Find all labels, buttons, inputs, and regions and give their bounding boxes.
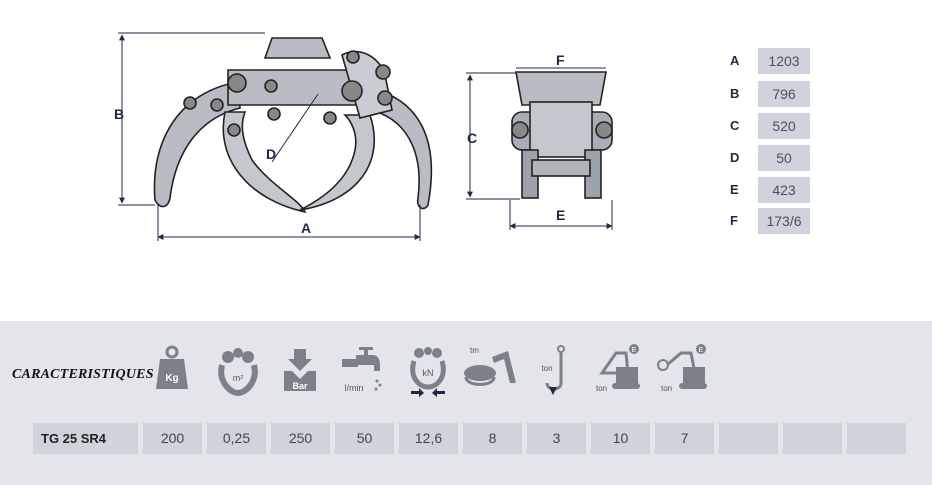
dimension-row: C 520 — [730, 113, 820, 139]
dim-label-f: F — [556, 52, 565, 68]
spec-value-flow: 50 — [335, 423, 394, 454]
dimension-key: D — [730, 150, 740, 165]
dim-label-e: E — [556, 207, 566, 223]
dimension-row: E 423 — [730, 177, 820, 203]
spec-value-excavator-max: 7 — [655, 423, 714, 454]
spec-value-empty — [719, 423, 778, 454]
dim-label-c: C — [467, 130, 478, 146]
dimension-row: D 50 — [730, 145, 820, 171]
flow-icon: l/min — [342, 347, 382, 393]
spec-value-excavator-min: 10 — [591, 423, 650, 454]
closing-force-icon: kN — [410, 347, 446, 397]
dimension-value: 173/6 — [758, 208, 810, 234]
excavator-min-icon: E ton — [596, 344, 640, 393]
dimension-key: E — [730, 182, 739, 197]
dimension-value: 796 — [758, 81, 810, 107]
spec-value-weight: 200 — [143, 423, 202, 454]
svg-text:E: E — [699, 347, 704, 354]
rotator-torque-icon: tm — [464, 346, 516, 386]
dimension-value: 423 — [758, 177, 810, 203]
grab-area-icon-label: m² — [233, 373, 244, 383]
dimension-row: F 173/6 — [730, 208, 820, 234]
excavator-max-icon-label: ton — [661, 384, 672, 393]
dim-label-d: D — [266, 146, 277, 162]
dim-label-b: B — [114, 106, 125, 122]
spec-value-load: 3 — [527, 423, 586, 454]
grapple-front-view — [153, 37, 433, 214]
hook-load-icon-label: ton — [541, 364, 552, 373]
dimension-key: F — [730, 213, 738, 228]
specs-panel: CARACTERISTIQUES Kg m² Bar l/min kN tm — [0, 321, 932, 485]
dimension-key: A — [730, 53, 740, 68]
spec-value-empty — [847, 423, 906, 454]
pressure-icon: Bar — [284, 349, 316, 391]
dimension-row: B 796 — [730, 81, 820, 107]
spec-value-empty — [783, 423, 842, 454]
excavator-max-icon: E ton — [657, 344, 707, 393]
technical-drawing: B A D C E F — [114, 32, 613, 241]
dimension-row: A 1203 — [730, 48, 820, 74]
weight-icon: Kg — [156, 345, 188, 389]
weight-icon-label: Kg — [165, 373, 178, 384]
dimension-value: 50 — [758, 145, 810, 171]
pressure-icon-label: Bar — [292, 381, 308, 391]
rotator-torque-icon-label: tm — [470, 346, 479, 355]
grapple-side-view — [511, 71, 613, 199]
spec-value-force: 12,6 — [399, 423, 458, 454]
dimension-value: 520 — [758, 113, 810, 139]
excavator-min-icon-label: ton — [596, 384, 607, 393]
grapple-drawing — [118, 32, 613, 241]
spec-value-pressure: 250 — [271, 423, 330, 454]
dimension-value: 1203 — [758, 48, 810, 74]
spec-value-capacity: 0,25 — [207, 423, 266, 454]
svg-text:E: E — [632, 347, 637, 354]
flow-icon-label: l/min — [344, 383, 363, 393]
hook-load-icon: ton — [541, 345, 565, 395]
dimension-key: B — [730, 86, 740, 101]
spec-value-torque: 8 — [463, 423, 522, 454]
dim-label-a: A — [301, 220, 312, 236]
dimension-key: C — [730, 118, 740, 133]
specs-heading: CARACTERISTIQUES — [12, 367, 154, 382]
model-name: TG 25 SR4 — [33, 423, 138, 454]
closing-force-icon-label: kN — [423, 368, 434, 378]
grab-area-icon: m² — [218, 348, 258, 397]
